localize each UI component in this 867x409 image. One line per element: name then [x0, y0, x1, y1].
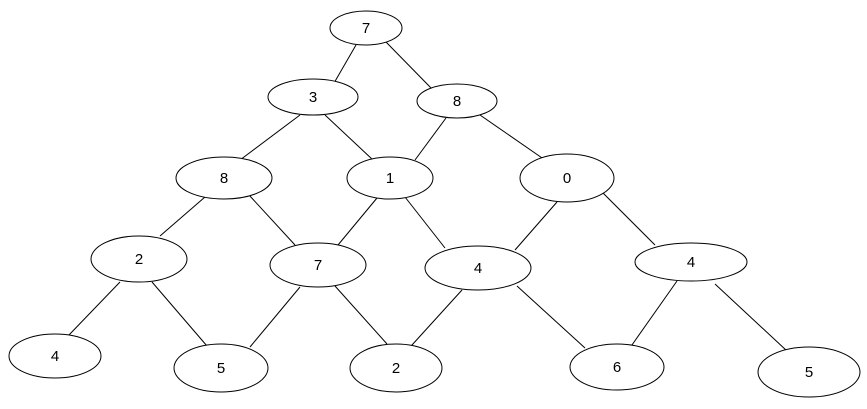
tree-node: 1	[346, 156, 434, 200]
node-ellipse	[346, 156, 434, 200]
node-label: 7	[314, 257, 322, 274]
edge-n1-n3	[239, 114, 301, 161]
node-ellipse	[267, 78, 359, 116]
tree-node: 7	[329, 10, 403, 46]
edge-n2-n4	[414, 117, 447, 161]
node-label: 8	[220, 170, 228, 187]
node-label: 2	[135, 251, 143, 268]
node-label: 4	[51, 348, 59, 365]
node-ellipse	[329, 10, 403, 46]
node-label: 5	[217, 360, 225, 377]
edge-n6-n11	[151, 281, 208, 347]
tree-node: 4	[424, 245, 532, 291]
node-ellipse	[8, 333, 102, 379]
node-ellipse	[634, 242, 748, 282]
node-label: 1	[386, 170, 394, 187]
tree-node: 3	[267, 78, 359, 116]
node-ellipse	[424, 245, 532, 291]
node-ellipse	[757, 346, 861, 398]
node-label: 8	[453, 93, 461, 110]
node-label: 4	[474, 260, 482, 277]
tree-node: 2	[349, 343, 443, 393]
edge-n3-n7	[248, 194, 296, 246]
tree-node: 7	[269, 242, 367, 288]
node-label: 6	[613, 359, 621, 376]
node-label: 4	[687, 254, 695, 271]
node-label: 5	[805, 364, 813, 381]
edge-n1-n4	[324, 114, 374, 161]
tree-node: 2	[90, 235, 188, 283]
edge-n8-n13	[516, 285, 586, 349]
tree-node: 4	[634, 242, 748, 282]
nodes-layer: 7 3 8 8 1 0 2 7 4 4 4 5 2 6 5	[8, 10, 861, 398]
edge-n9-n13	[626, 280, 678, 353]
edge-n2-n5	[479, 114, 546, 161]
tree-node: 5	[173, 343, 269, 393]
edge-n7-n12	[334, 285, 388, 345]
tree-node: 5	[757, 346, 861, 398]
node-ellipse	[90, 235, 188, 283]
node-label: 0	[563, 170, 571, 187]
node-label: 3	[309, 89, 317, 106]
edge-n5-n8	[514, 201, 558, 251]
edge-n3-n6	[159, 196, 206, 237]
tree-node: 4	[8, 333, 102, 379]
edge-n4-n8	[404, 196, 446, 249]
tree-node: 8	[416, 83, 498, 119]
node-label: 7	[362, 20, 370, 37]
edge-n4-n7	[337, 197, 378, 246]
tree-node: 0	[519, 153, 615, 203]
node-ellipse	[349, 343, 443, 393]
edge-n7-n11	[249, 286, 301, 348]
node-ellipse	[175, 156, 273, 200]
edge-n9-n14	[714, 283, 788, 352]
tree-node: 8	[175, 156, 273, 200]
edge-n6-n10	[67, 281, 121, 337]
node-ellipse	[569, 343, 665, 391]
node-label: 2	[392, 360, 400, 377]
tree-node: 6	[569, 343, 665, 391]
node-ellipse	[173, 343, 269, 393]
node-ellipse	[269, 242, 367, 288]
node-ellipse	[416, 83, 498, 119]
edge-n0-n2	[385, 41, 434, 91]
node-ellipse	[519, 153, 615, 203]
